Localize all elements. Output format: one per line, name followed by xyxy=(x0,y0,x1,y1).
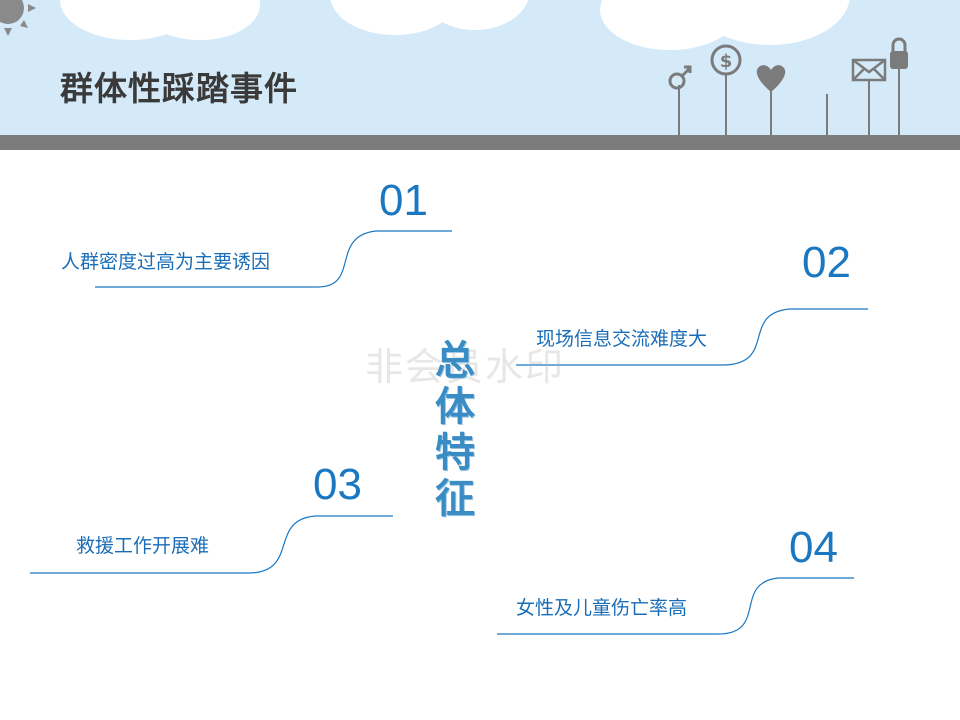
item-number: 02 xyxy=(802,238,851,288)
item-number: 01 xyxy=(379,176,428,226)
item-number: 03 xyxy=(313,460,362,510)
item-text: 救援工作开展难 xyxy=(76,531,209,558)
item-text: 现场信息交流难度大 xyxy=(536,324,707,351)
item-text: 女性及儿童伤亡率高 xyxy=(516,593,687,620)
item-text: 人群密度过高为主要诱因 xyxy=(61,247,270,274)
item-number: 04 xyxy=(789,523,838,573)
center-label: 总体特征 xyxy=(432,338,478,522)
